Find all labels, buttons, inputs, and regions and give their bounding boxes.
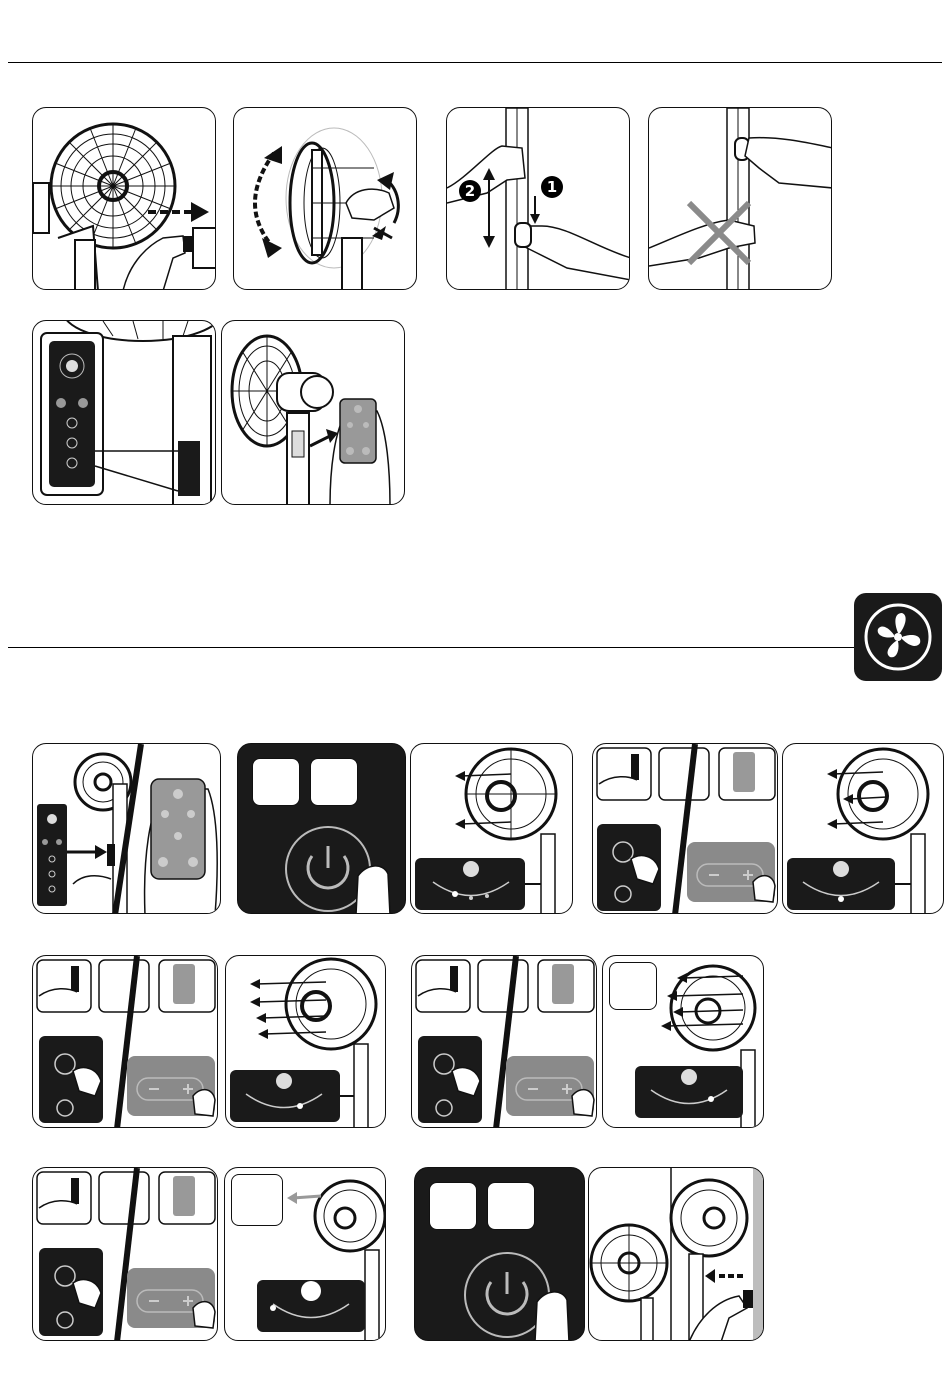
pole-warning-illustration	[649, 108, 832, 290]
step-height-adjust: 2 1	[446, 107, 630, 290]
plug-remote-illustration	[33, 744, 221, 914]
step-remote-storage	[221, 320, 405, 505]
step-speed-medium	[782, 743, 944, 914]
fan-unplug-illustration	[33, 108, 216, 290]
step-speed-max	[602, 955, 764, 1128]
step-unplug-after-use	[588, 1167, 764, 1341]
section-fan-badge	[854, 593, 942, 681]
power-button-illustration	[238, 744, 406, 914]
step-speed-select-3	[411, 955, 597, 1128]
speed-button-illustration	[33, 1168, 218, 1341]
speed-button-illustration	[33, 956, 218, 1128]
section-two-rule	[8, 647, 854, 648]
step-speed-low	[410, 743, 573, 914]
airflow-high-illustration	[226, 956, 386, 1128]
step-adjust-tilt	[233, 107, 417, 290]
marker-step-one: 1	[541, 176, 563, 198]
step-speed-high	[225, 955, 386, 1128]
speed-button-illustration	[412, 956, 597, 1128]
step-speed-select-1	[592, 743, 778, 914]
step-speed-select-4	[32, 1167, 218, 1341]
step-power-off	[414, 1167, 585, 1341]
step-power-on	[237, 743, 406, 914]
power-button-illustration	[415, 1168, 585, 1341]
header-rule	[8, 62, 942, 63]
step-control-panel	[32, 320, 216, 505]
step-plug-in-and-remote	[32, 743, 221, 914]
step-do-not-pinch	[648, 107, 832, 290]
fan-unplug-illustration	[589, 1168, 764, 1341]
airflow-max-illustration	[603, 956, 764, 1128]
airflow-low-illustration	[411, 744, 573, 914]
marker-step-two: 2	[459, 180, 481, 202]
step-speed-select-2	[32, 955, 218, 1128]
remote-storage-illustration	[222, 321, 405, 505]
fan-tilt-illustration	[234, 108, 417, 290]
speed-button-illustration	[593, 744, 778, 914]
airflow-natural-illustration	[225, 1168, 386, 1341]
control-panel-illustration	[33, 321, 216, 505]
airflow-medium-illustration	[783, 744, 944, 914]
step-unplug-fan	[32, 107, 216, 290]
step-speed-natural	[224, 1167, 386, 1341]
fan-icon	[854, 593, 942, 681]
